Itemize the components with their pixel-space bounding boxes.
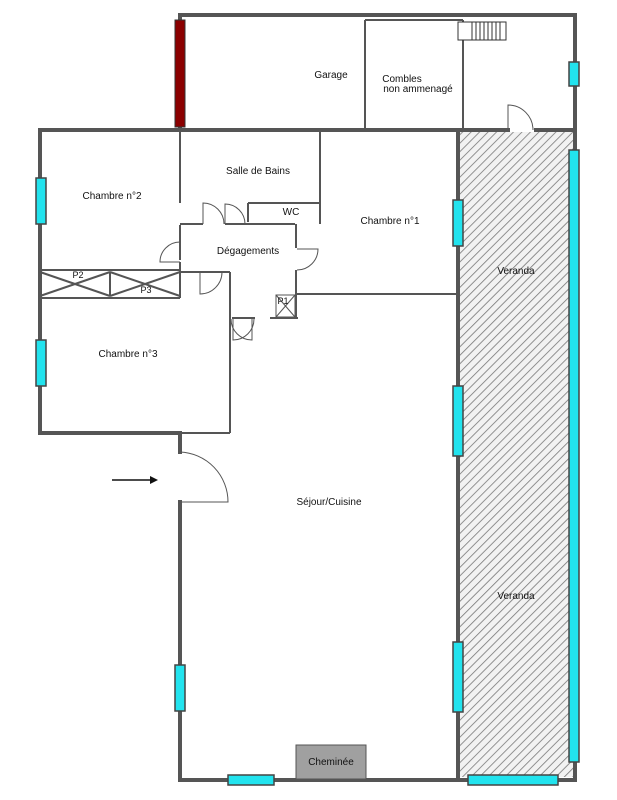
door-icons	[159, 104, 534, 503]
label-p3: P3	[140, 285, 151, 295]
window-sejour-bottom	[227, 774, 275, 786]
window-chambre1	[452, 199, 464, 247]
label-veranda-bottom: Veranda	[497, 591, 535, 602]
fireplace	[295, 744, 367, 780]
window-sejour-2	[452, 641, 464, 713]
label-cheminee: Cheminée	[308, 757, 354, 768]
window-veranda-right	[568, 149, 580, 763]
label-combles-2: non ammenagé	[383, 84, 453, 95]
windows	[35, 61, 580, 786]
label-combles-1: Combles	[382, 74, 421, 85]
window-sejour-left	[174, 664, 186, 712]
label-garage: Garage	[314, 70, 348, 81]
label-wc: WC	[283, 207, 300, 218]
label-veranda-top: Veranda	[497, 266, 535, 277]
label-p1: P1	[277, 296, 288, 306]
label-sejour: Séjour/Cuisine	[296, 497, 361, 508]
closet-p1	[275, 294, 296, 318]
window-chambre2	[35, 177, 47, 225]
window-sejour-1	[452, 385, 464, 457]
label-degagements: Dégagements	[217, 246, 279, 257]
window-chambre3	[35, 339, 47, 387]
window-garage-right	[568, 61, 580, 87]
window-veranda-bottom	[467, 774, 559, 786]
label-chambre1: Chambre n°1	[360, 216, 419, 227]
stairs-icon	[457, 21, 507, 41]
veranda-area	[458, 132, 574, 777]
label-chambre2: Chambre n°2	[82, 191, 141, 202]
closet-p2-p3	[39, 271, 181, 297]
garage-door	[174, 19, 186, 128]
label-salle-de-bains: Salle de Bains	[226, 166, 290, 177]
label-p2: P2	[72, 270, 83, 280]
entrance-arrow-icon	[112, 476, 158, 484]
label-chambre3: Chambre n°3	[98, 349, 157, 360]
